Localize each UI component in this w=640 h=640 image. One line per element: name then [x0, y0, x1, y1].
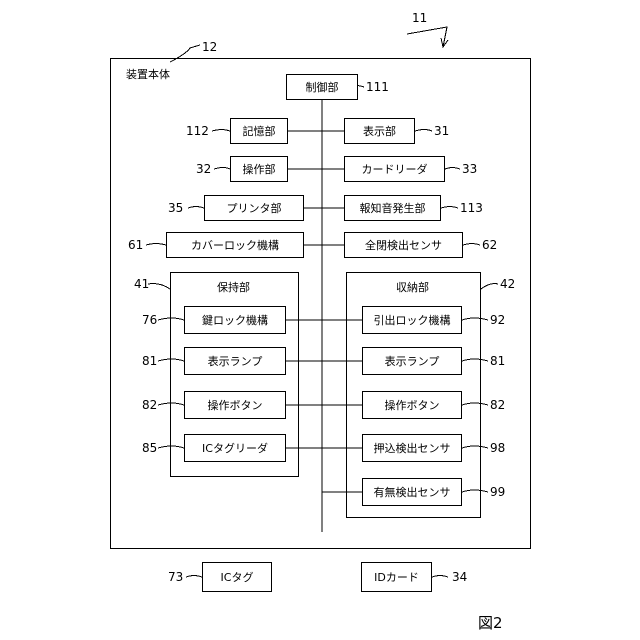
holding-unit-title: 保持部: [217, 279, 250, 295]
printer-unit-box: プリンタ部: [204, 195, 304, 221]
cover-lock-box: カバーロック機構: [166, 232, 304, 258]
display-unit-box: 表示部: [344, 118, 415, 144]
control-unit-ref: 111: [366, 80, 389, 94]
holding-button-ref: 82: [142, 398, 157, 412]
ic-tag-reader-box: ICタグリーダ: [184, 434, 286, 462]
storage-unit-title: 収納部: [396, 279, 429, 295]
id-card-box: IDカード: [361, 562, 432, 592]
card-reader-ref: 33: [462, 162, 477, 176]
system-ref: 11: [412, 11, 427, 25]
holding-button-box: 操作ボタン: [184, 391, 286, 419]
ic-tag-reader-ref: 85: [142, 441, 157, 455]
key-lock-ref: 76: [142, 313, 157, 327]
device-ref: 12: [202, 40, 217, 54]
display-unit-ref: 31: [434, 124, 449, 138]
figure-label: 図2: [478, 612, 503, 633]
card-reader-box: カードリーダ: [344, 156, 445, 182]
full-close-sensor-ref: 62: [482, 238, 497, 252]
id-card-ref: 34: [452, 570, 467, 584]
drawer-lock-ref: 92: [490, 313, 505, 327]
key-lock-box: 鍵ロック機構: [184, 306, 286, 334]
device-title: 装置本体: [126, 66, 170, 82]
ic-tag-box: ICタグ: [202, 562, 272, 592]
storage-unit-ref: 42: [500, 277, 515, 291]
alarm-unit-ref: 113: [460, 201, 483, 215]
push-sensor-box: 押込検出センサ: [362, 434, 462, 462]
leader-line: [432, 576, 448, 578]
operation-unit-ref: 32: [196, 162, 211, 176]
storage-lamp-box: 表示ランプ: [362, 347, 462, 375]
storage-lamp-ref: 81: [490, 354, 505, 368]
operation-unit-box: 操作部: [230, 156, 288, 182]
leader-line: [407, 27, 447, 47]
ic-tag-ref: 73: [168, 570, 183, 584]
control-unit-box: 制御部: [286, 74, 358, 100]
printer-unit-ref: 35: [168, 201, 183, 215]
full-close-sensor-box: 全閉検出センサ: [344, 232, 463, 258]
presence-sensor-box: 有無検出センサ: [362, 478, 462, 506]
cover-lock-ref: 61: [128, 238, 143, 252]
storage-button-box: 操作ボタン: [362, 391, 462, 419]
alarm-unit-box: 報知音発生部: [344, 195, 441, 221]
leader-line: [186, 576, 202, 578]
drawer-lock-box: 引出ロック機構: [362, 306, 462, 334]
holding-lamp-box: 表示ランプ: [184, 347, 286, 375]
storage-memory-ref: 112: [186, 124, 209, 138]
holding-lamp-ref: 81: [142, 354, 157, 368]
push-sensor-ref: 98: [490, 441, 505, 455]
storage-memory-box: 記憶部: [230, 118, 288, 144]
presence-sensor-ref: 99: [490, 485, 505, 499]
holding-unit-ref: 41: [134, 277, 149, 291]
storage-button-ref: 82: [490, 398, 505, 412]
